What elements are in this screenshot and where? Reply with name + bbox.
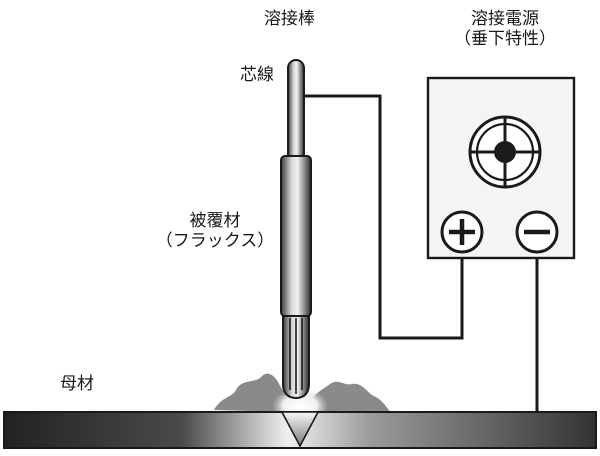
plus-terminal-icon: [440, 210, 484, 254]
core-wire-label: 芯線: [240, 65, 274, 85]
power-source-subtitle: （垂下特性）: [454, 28, 556, 49]
meter-crosshair-icon: [468, 115, 542, 189]
coating-title: 被覆材: [189, 211, 241, 231]
base-metal-label: 母材: [60, 374, 94, 394]
coating-subtitle: （フラックス）: [155, 230, 275, 251]
power-source-title: 溶接電源: [471, 9, 539, 29]
weld-bead: [280, 411, 320, 448]
smoke-cloud-right: [308, 381, 390, 412]
minus-terminal-icon: [515, 210, 559, 254]
positive-cable: [304, 94, 464, 340]
electrode-coating: [280, 155, 312, 317]
power-source-label: 溶接電源 （垂下特性）: [430, 9, 580, 49]
electrode-label: 溶接棒: [264, 9, 315, 29]
core-wire: [287, 59, 305, 165]
coating-label: 被覆材 （フラックス）: [150, 211, 280, 251]
smoke-cloud-left: [214, 373, 290, 412]
